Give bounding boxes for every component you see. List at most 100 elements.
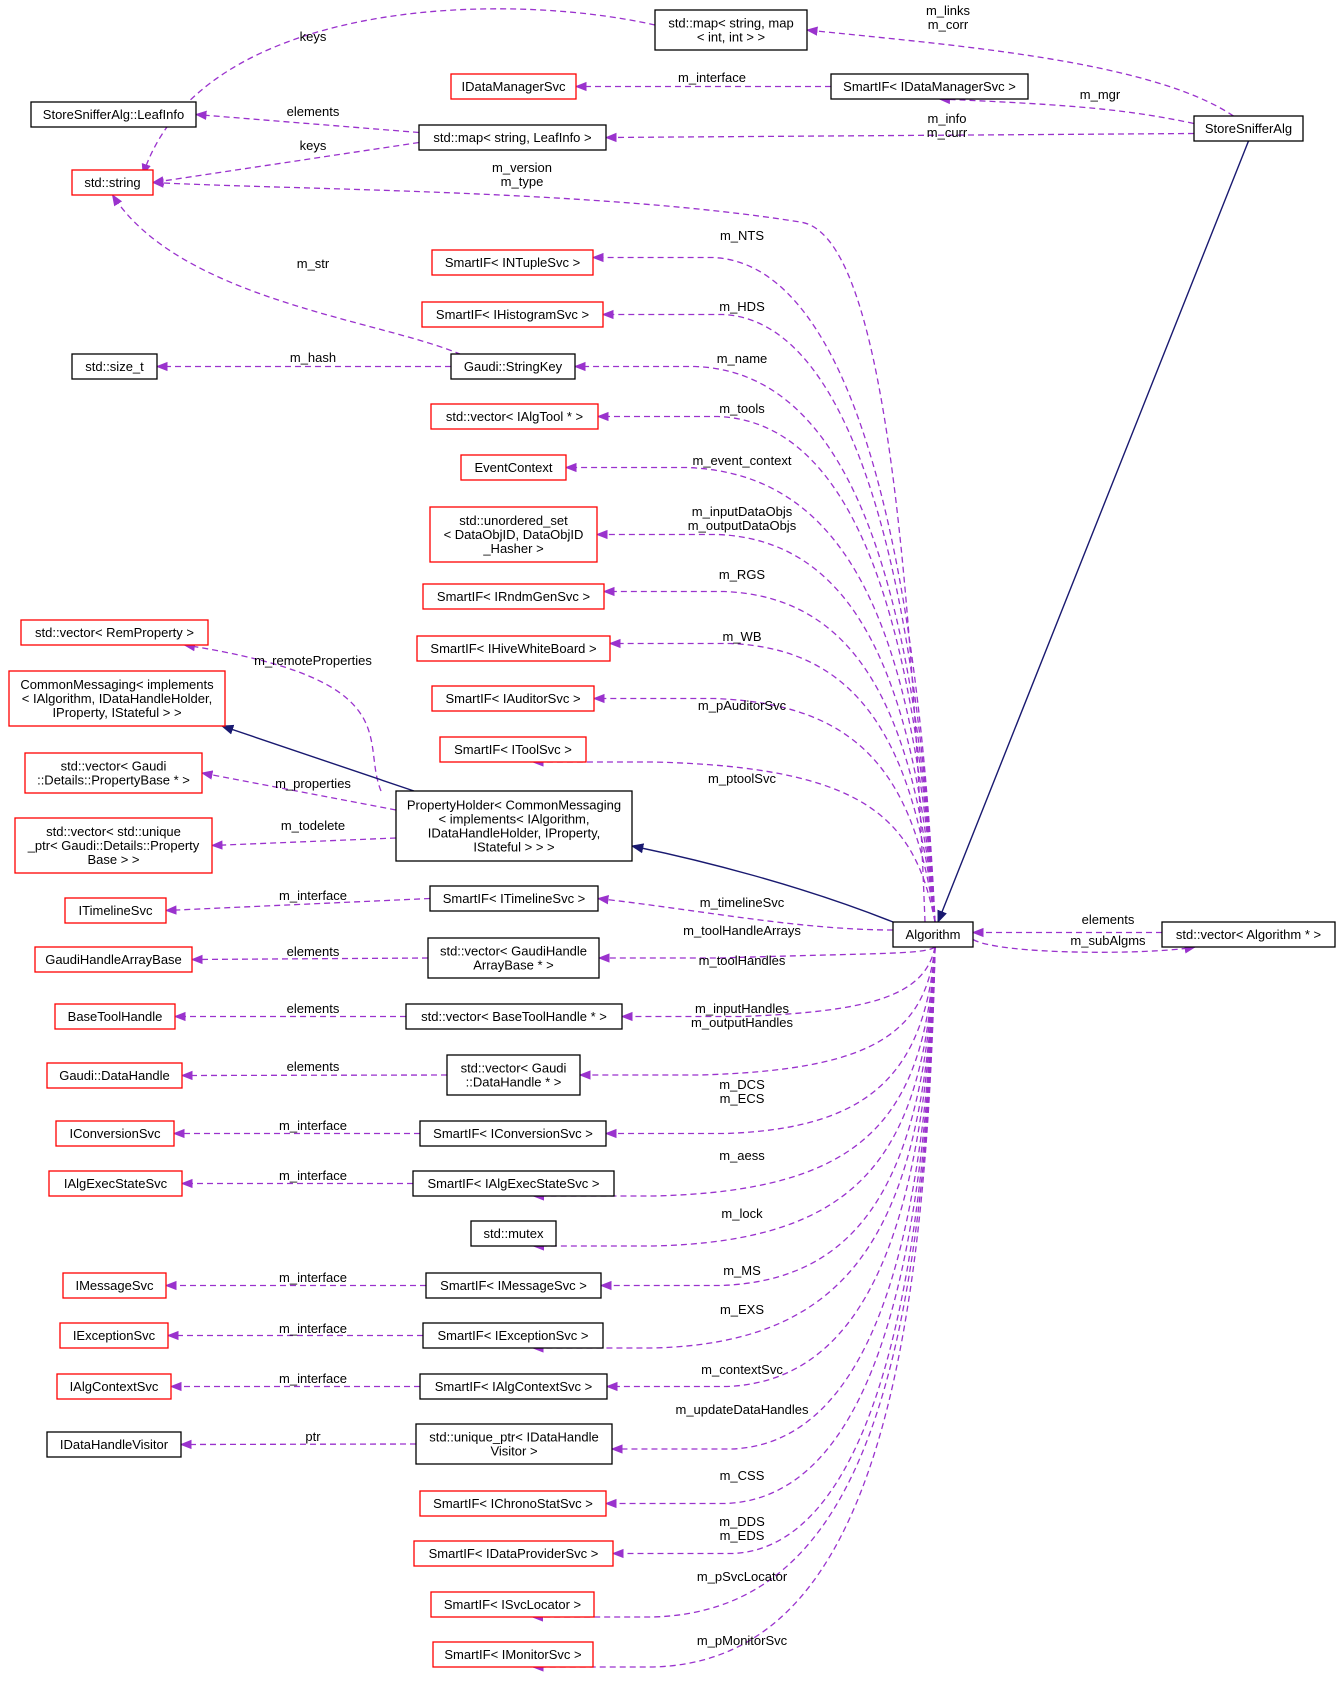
node-smartif-irndmgensvc[interactable]: SmartIF< IRndmGenSvc >	[422, 583, 605, 610]
edge-line	[596, 411, 936, 923]
node-eventcontext[interactable]: EventContext	[460, 454, 567, 481]
node-label: Gaudi::StringKey	[464, 359, 563, 374]
node-label: SmartIF< IAuditorSvc >	[445, 691, 580, 706]
edge-label: m_inputHandles	[695, 1001, 789, 1016]
node-ialgexecstatesvc[interactable]: IAlgExecStateSvc	[48, 1170, 183, 1197]
edge-line	[601, 309, 936, 923]
edge-label: m_subAlgms	[1070, 933, 1146, 948]
edge-algorithm-eventcontext: m_event_context	[564, 453, 936, 923]
node-std-mutex[interactable]: std::mutex	[470, 1220, 557, 1247]
node-idatamanagersvc[interactable]: IDataManagerSvc	[450, 73, 577, 100]
node-map-string-leafinfo[interactable]: std::map< string, LeafInfo >	[418, 124, 607, 151]
node-smartif-ihistogramsvc[interactable]: SmartIF< IHistogramSvc >	[421, 301, 604, 328]
node-smartif-imessagesvc[interactable]: SmartIF< IMessageSvc >	[425, 1272, 602, 1299]
node-vector-algorithm[interactable]: std::vector< Algorithm * >	[1161, 921, 1336, 948]
node-itimelinesvc[interactable]: ITimelineSvc	[64, 897, 167, 924]
edge-label: m_type	[501, 174, 544, 189]
edge-label: m_interface	[279, 888, 347, 903]
node-gaudihandlearraybase[interactable]: GaudiHandleArrayBase	[34, 946, 193, 973]
node-std-size-t[interactable]: std::size_t	[71, 353, 158, 380]
node-label: < int, int > >	[697, 30, 765, 45]
node-vector-datahandle[interactable]: std::vector< Gaudi::DataHandle * >	[446, 1054, 581, 1096]
edge-algorithm-vector_gaudihandlearraybase: m_toolHandleArrays	[597, 923, 936, 963]
node-gaudi-datahandle[interactable]: Gaudi::DataHandle	[46, 1062, 183, 1089]
edge-vector_algorithm-algorithm: elements	[971, 912, 1162, 938]
edge-label: m_contextSvc	[701, 1362, 783, 1377]
node-smartif-intuplesvc[interactable]: SmartIF< INTupleSvc >	[431, 249, 594, 276]
edge-line	[592, 693, 936, 923]
node-smartif-ichronostatsvc[interactable]: SmartIF< IChronoStatSvc >	[419, 1490, 607, 1517]
node-std-string[interactable]: std::string	[71, 169, 154, 196]
node-box	[8, 670, 226, 727]
node-basetoolhandle[interactable]: BaseToolHandle	[54, 1003, 176, 1030]
node-smartif-iexceptionsvc[interactable]: SmartIF< IExceptionSvc >	[422, 1322, 604, 1349]
node-gaudi-stringkey[interactable]: Gaudi::StringKey	[450, 353, 576, 380]
node-box	[20, 619, 209, 646]
node-box	[415, 1423, 613, 1465]
node-label: IStateful > > >	[473, 840, 554, 855]
node-smartif-iauditorsvc[interactable]: SmartIF< IAuditorSvc >	[431, 685, 595, 712]
node-smartif-ialgcontextsvc[interactable]: SmartIF< IAlgContextSvc >	[419, 1373, 608, 1400]
node-vector-ialgtool[interactable]: std::vector< IAlgTool * >	[430, 403, 599, 430]
node-box	[450, 73, 577, 100]
edge-smartif_idatamanagersvc-idatamanagersvc: m_interface	[574, 70, 831, 92]
node-smartif-imonitorsvc[interactable]: SmartIF< IMonitorSvc >	[432, 1641, 594, 1668]
node-commonmessaging[interactable]: CommonMessaging< implements< IAlgorithm,…	[8, 670, 226, 727]
node-idatahandlevisitor[interactable]: IDataHandleVisitor	[46, 1431, 182, 1458]
node-smartif-idataprovidersvc[interactable]: SmartIF< IDataProviderSvc >	[413, 1540, 614, 1567]
node-label: IMessageSvc	[75, 1278, 154, 1293]
edge-algorithm-gaudi_stringkey: m_name	[573, 351, 936, 923]
edge-line	[604, 946, 936, 1139]
node-box	[30, 101, 197, 128]
edge-label: m_RGS	[719, 567, 766, 582]
node-label: BaseToolHandle	[68, 1009, 163, 1024]
node-vector-propertybase[interactable]: std::vector< Gaudi::Details::PropertyBas…	[24, 752, 203, 794]
node-propertyholder[interactable]: PropertyHolder< CommonMessaging< impleme…	[395, 790, 633, 862]
node-box	[419, 1120, 607, 1147]
node-box	[14, 817, 213, 874]
edge-algorithm-smartif_intuplesvc: m_NTS	[591, 228, 936, 923]
node-map-string-map[interactable]: std::map< string, map< int, int > >	[654, 9, 808, 51]
node-box	[425, 1272, 602, 1299]
node-storesnifferalg[interactable]: StoreSnifferAlg	[1193, 115, 1304, 142]
node-iexceptionsvc[interactable]: IExceptionSvc	[59, 1322, 169, 1349]
node-smartif-ialgexecstatesvc[interactable]: SmartIF< IAlgExecStateSvc >	[412, 1170, 615, 1197]
edge-line	[194, 110, 420, 134]
edge-line	[164, 897, 431, 915]
edge-algorithm-smartif_itimelinesvc: m_timelineSvc	[596, 895, 894, 931]
node-box	[405, 1003, 623, 1030]
node-smartif-itimelinesvc[interactable]: SmartIF< ITimelineSvc >	[429, 885, 599, 912]
edge-algorithm-propertyholder	[630, 843, 894, 923]
node-unique-ptr-idatahandlevisitor[interactable]: std::unique_ptr< IDataHandleVisitor >	[415, 1423, 613, 1465]
node-smartif-idatamanagersvc[interactable]: SmartIF< IDataManagerSvc >	[830, 73, 1029, 100]
edge-map_string_leafinfo-leafinfo: elements	[194, 104, 420, 134]
node-smartif-iconversionsvc[interactable]: SmartIF< IConversionSvc >	[419, 1120, 607, 1147]
node-smartif-isvclocator[interactable]: SmartIF< ISvcLocator >	[430, 1591, 595, 1618]
node-vector-remproperty[interactable]: std::vector< RemProperty >	[20, 619, 209, 646]
edge-algorithm-vector_basetoolhandle: m_toolHandles	[620, 946, 936, 1022]
edge-storesniffer-smartif_idatamanagersvc: m_mgr	[938, 87, 1195, 125]
edge-algorithm-smartif_itoolsvc: m_ptoolSvc	[531, 757, 936, 923]
node-label: < DataObjID, DataObjID	[444, 527, 584, 542]
edge-label: m_corr	[928, 17, 969, 32]
node-algorithm[interactable]: Algorithm	[892, 921, 974, 948]
edge-line	[573, 361, 936, 923]
node-label: std::vector< RemProperty >	[35, 625, 194, 640]
edge-label: m_links	[926, 3, 971, 18]
node-label: _Hasher >	[482, 541, 543, 556]
edge-line	[564, 462, 936, 923]
node-imessagesvc[interactable]: IMessageSvc	[62, 1272, 167, 1299]
node-ialgcontextsvc[interactable]: IAlgContextSvc	[56, 1373, 172, 1400]
node-unordered-set[interactable]: std::unordered_set< DataObjID, DataObjID…	[429, 506, 598, 563]
node-vector-gaudihandlearraybase[interactable]: std::vector< GaudiHandleArrayBase * >	[427, 937, 600, 979]
node-leafinfo[interactable]: StoreSnifferAlg::LeafInfo	[30, 101, 197, 128]
node-smartif-itoolsvc[interactable]: SmartIF< IToolSvc >	[439, 736, 587, 763]
node-box	[421, 301, 604, 328]
node-vector-basetoolhandle[interactable]: std::vector< BaseToolHandle * >	[405, 1003, 623, 1030]
node-iconversionsvc[interactable]: IConversionSvc	[55, 1120, 175, 1147]
edge-algorithm-smartif_iauditorsvc: m_pAuditorSvc	[592, 693, 936, 923]
node-smartif-ihivewhiteboard[interactable]: SmartIF< IHiveWhiteBoard >	[416, 635, 611, 662]
node-vector-unique-propertybase[interactable]: std::vector< std::unique_ptr< Gaudi::Det…	[14, 817, 213, 874]
node-box	[830, 73, 1029, 100]
edge-label: m_DCS	[719, 1077, 765, 1092]
